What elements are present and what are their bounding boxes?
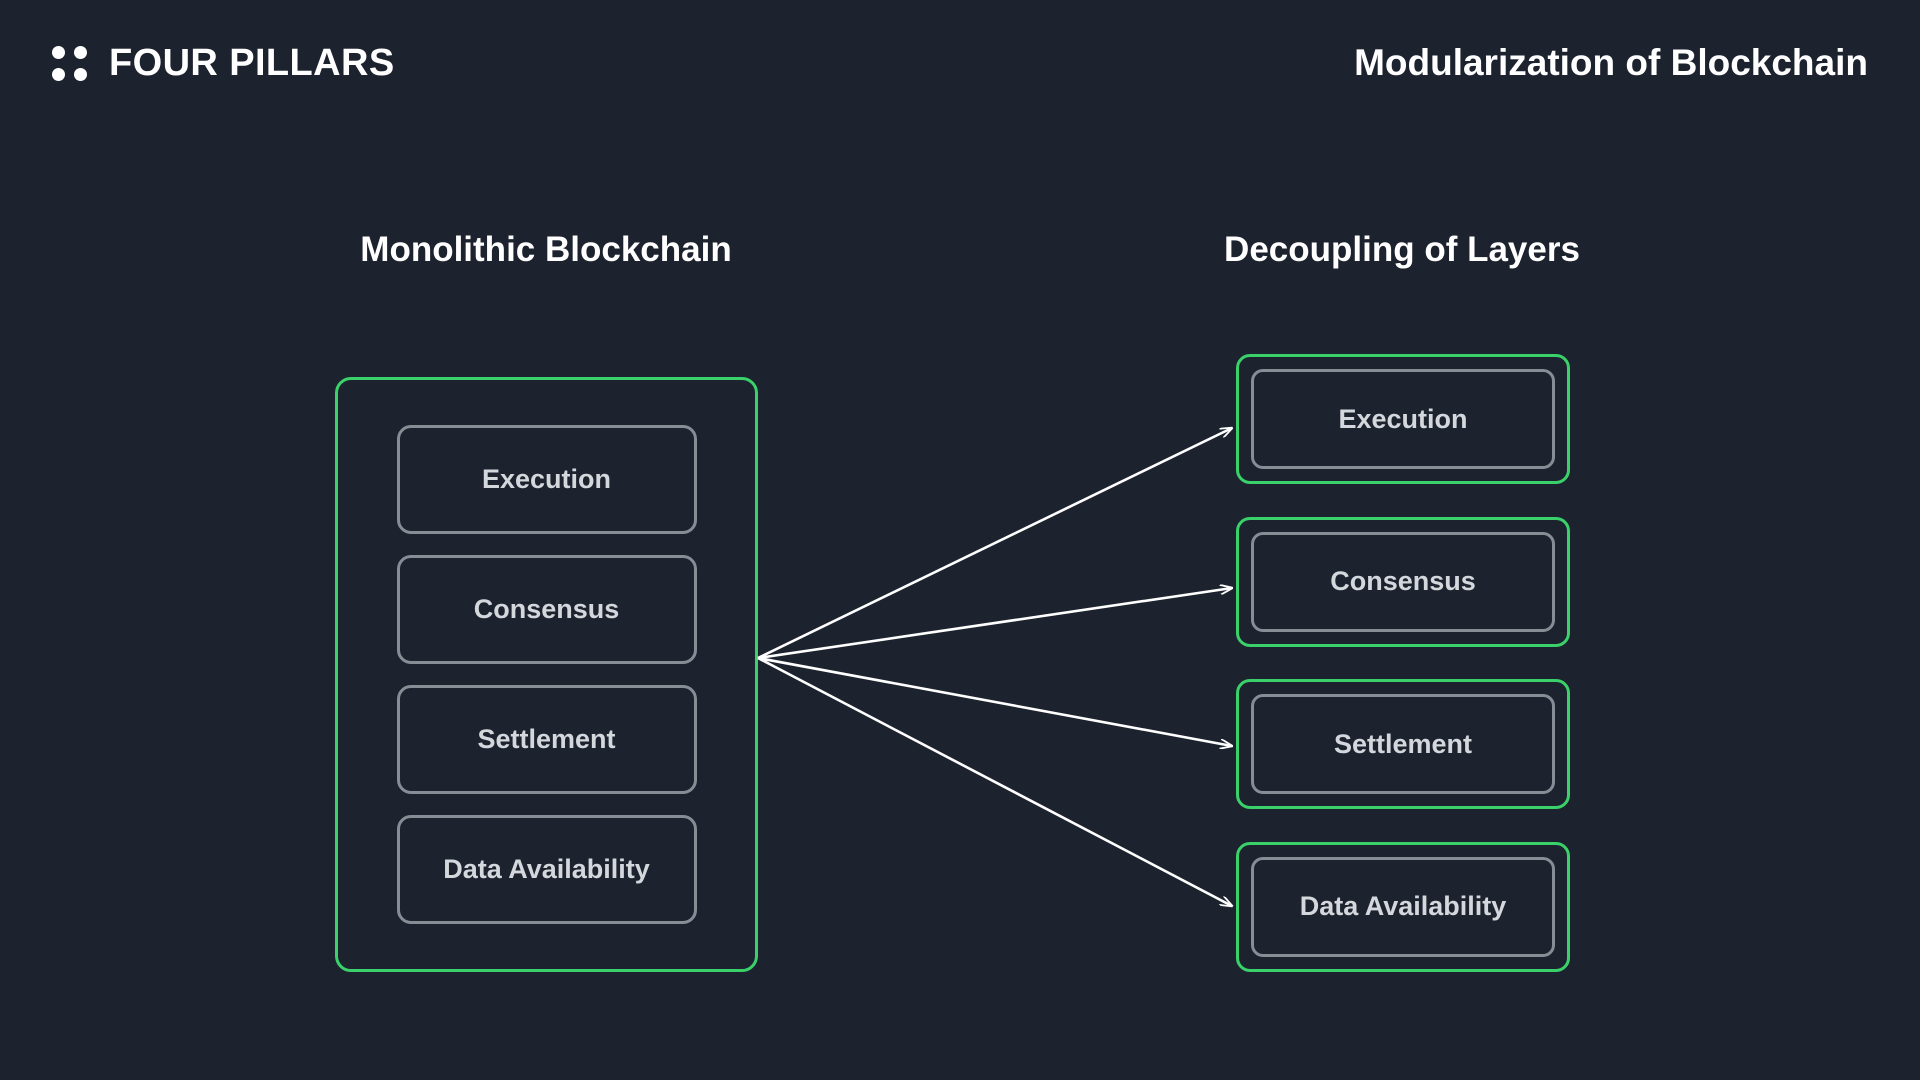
layer-label: Data Availability [443, 854, 650, 884]
monolithic-blockchain-container: Execution Consensus Settlement Data Avai… [335, 377, 758, 972]
monolithic-layer-data-availability: Data Availability [396, 815, 697, 924]
layer-label: Execution [481, 464, 612, 494]
decoupled-layer-data-availability: Data Availability [1236, 841, 1570, 972]
layer-label: Consensus [473, 594, 620, 624]
layer-label: Consensus [1330, 566, 1476, 597]
decoupled-layers-stack: Execution Consensus Settlement Data Avai… [1236, 354, 1570, 972]
brand-name: FOUR PILLARS [109, 42, 395, 84]
layer-label: Data Availability [1299, 891, 1507, 922]
monolithic-layer-consensus: Consensus [396, 555, 697, 664]
monolithic-layer-settlement: Settlement [396, 685, 697, 794]
decoupled-layer-settlement: Settlement [1236, 679, 1570, 810]
four-dots-grid-icon [52, 46, 87, 81]
slide-header: FOUR PILLARS Modularization of Blockchai… [0, 0, 1920, 140]
monolithic-layer-execution: Execution [396, 425, 697, 534]
layer-label: Settlement [1333, 728, 1473, 759]
layer-label: Settlement [477, 724, 616, 754]
decoupled-column-heading: Decoupling of Layers [1224, 230, 1580, 269]
arrow-to-consensus [757, 588, 1232, 660]
decoupled-layer-consensus: Consensus [1236, 516, 1570, 647]
arrow-to-data-availability [757, 656, 1232, 906]
decoupled-layer-inner: Data Availability [1251, 856, 1555, 957]
logo-dot [74, 46, 87, 59]
logo-dot [52, 46, 65, 59]
monolithic-column-heading: Monolithic Blockchain [360, 230, 732, 269]
layer-label: Execution [1338, 403, 1468, 434]
decoupled-layer-inner: Execution [1251, 369, 1555, 469]
decoupled-layer-inner: Settlement [1251, 694, 1555, 795]
decoupled-layer-execution: Execution [1236, 354, 1570, 484]
slide-title: Modularization of Blockchain [1354, 42, 1868, 83]
arrow-to-execution [757, 428, 1232, 660]
logo-dot [52, 68, 65, 81]
decoupled-layer-inner: Consensus [1251, 531, 1555, 632]
logo-dot [74, 68, 87, 81]
brand: FOUR PILLARS [52, 42, 395, 85]
arrow-to-settlement [757, 656, 1232, 746]
